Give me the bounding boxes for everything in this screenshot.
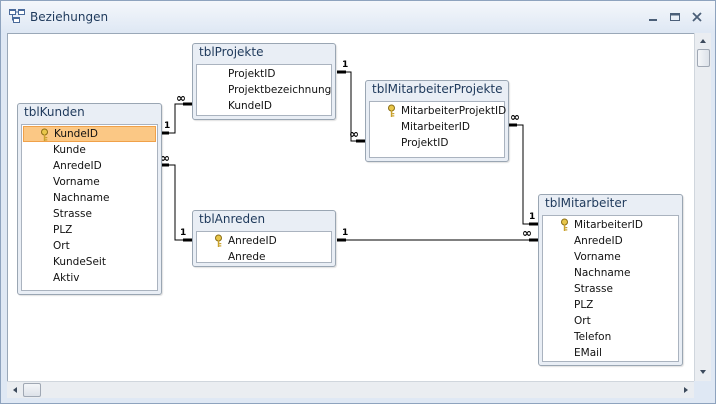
one-side-label: 1 bbox=[164, 121, 171, 131]
table-title: tblKunden bbox=[24, 105, 85, 119]
field-plz[interactable]: PLZ bbox=[53, 224, 73, 236]
field-strasse[interactable]: Strasse bbox=[574, 283, 613, 295]
field-aktiv[interactable]: Aktiv bbox=[53, 272, 80, 284]
many-side-label: ∞ bbox=[522, 226, 532, 240]
field-list: ProjektID Projektbezeichnung KundeID bbox=[196, 64, 332, 116]
horizontal-scroll-thumb[interactable] bbox=[23, 383, 41, 397]
horizontal-scrollbar[interactable] bbox=[7, 381, 695, 398]
one-side-label: 1 bbox=[180, 228, 187, 238]
scroll-right-icon[interactable] bbox=[679, 383, 693, 397]
field-list: MitarbeiterID AnredeID Vorname Nachname … bbox=[542, 215, 679, 362]
many-side-label: ∞ bbox=[160, 151, 170, 165]
field-list: MitarbeiterProjektID MitarbeiterID Proje… bbox=[369, 101, 506, 158]
field-projektbezeichnung[interactable]: Projektbezeichnung bbox=[228, 84, 332, 96]
scrollbar-corner bbox=[694, 381, 711, 398]
maximize-button[interactable] bbox=[665, 8, 685, 27]
one-side-label: 1 bbox=[342, 60, 349, 70]
field-kunde[interactable]: Kunde bbox=[53, 144, 86, 156]
scroll-up-icon[interactable] bbox=[696, 34, 710, 48]
relationship-projekte-mitarbeiterprojekte[interactable] bbox=[337, 70, 365, 143]
field-mitarbeiterprojektid[interactable]: MitarbeiterProjektID bbox=[371, 103, 506, 119]
table-tblmitarbeiter[interactable]: tblMitarbeiter MitarbeiterID AnredeID Vo… bbox=[538, 194, 683, 366]
field-telefon[interactable]: Telefon bbox=[574, 331, 612, 343]
field-anrede[interactable]: Anrede bbox=[228, 251, 266, 263]
table-tblprojekte[interactable]: tblProjekte ProjektID Projektbezeichnung… bbox=[192, 43, 336, 120]
field-mitarbeiterid[interactable]: MitarbeiterID bbox=[401, 121, 470, 133]
table-tblmitarbeiterprojekte[interactable]: tblMitarbeiterProjekte MitarbeiterProjek… bbox=[365, 80, 509, 162]
field-plz[interactable]: PLZ bbox=[574, 299, 594, 311]
field-projektid[interactable]: ProjektID bbox=[401, 137, 449, 149]
primary-key-icon bbox=[41, 128, 48, 141]
many-side-label: ∞ bbox=[176, 91, 186, 105]
relationship-mitarbeiterprojekte-mitarbeiter[interactable] bbox=[508, 123, 538, 226]
relationship-lines bbox=[160, 70, 538, 242]
field-anredeid[interactable]: AnredeID bbox=[574, 235, 623, 247]
minimize-icon bbox=[649, 19, 657, 21]
table-title: tblAnreden bbox=[199, 212, 266, 226]
field-list: AnredeID Anrede bbox=[196, 231, 332, 263]
field-projektid[interactable]: ProjektID bbox=[228, 68, 276, 80]
vertical-scrollbar[interactable] bbox=[694, 33, 711, 381]
field-kundeseit[interactable]: KundeSeit bbox=[53, 256, 106, 268]
field-list: KundeID Kunde AnredeID Vorname Nachname … bbox=[21, 124, 158, 291]
field-anredeid[interactable]: AnredeID bbox=[198, 233, 330, 249]
close-icon bbox=[692, 12, 702, 22]
maximize-icon bbox=[670, 13, 680, 21]
window-title: Beziehungen bbox=[30, 10, 109, 24]
many-side-label: ∞ bbox=[349, 127, 359, 141]
field-vorname[interactable]: Vorname bbox=[53, 176, 100, 188]
field-anredeid[interactable]: AnredeID bbox=[53, 160, 102, 172]
field-ort[interactable]: Ort bbox=[53, 240, 70, 252]
field-strasse[interactable]: Strasse bbox=[53, 208, 92, 220]
table-title: tblProjekte bbox=[199, 45, 264, 59]
field-email[interactable]: EMail bbox=[574, 347, 602, 359]
one-side-label: 1 bbox=[529, 212, 536, 222]
field-ort[interactable]: Ort bbox=[574, 315, 591, 327]
title-bar[interactable]: Beziehungen bbox=[1, 1, 715, 32]
close-button[interactable] bbox=[687, 8, 707, 27]
field-kundeid[interactable]: KundeID bbox=[23, 126, 156, 142]
primary-key-icon bbox=[561, 218, 568, 231]
relationships-icon bbox=[9, 9, 25, 23]
table-tblkunden[interactable]: tblKunden KundeID Kunde AnredeID Vorname… bbox=[17, 103, 162, 295]
scroll-down-icon[interactable] bbox=[696, 365, 710, 379]
primary-key-icon bbox=[215, 234, 222, 247]
minimize-button[interactable] bbox=[643, 8, 663, 27]
field-nachname[interactable]: Nachname bbox=[574, 267, 631, 279]
many-side-label: ∞ bbox=[510, 110, 520, 124]
field-nachname[interactable]: Nachname bbox=[53, 192, 110, 204]
one-side-label: 1 bbox=[342, 228, 349, 238]
table-title: tblMitarbeiterProjekte bbox=[372, 82, 503, 96]
vertical-scroll-thumb[interactable] bbox=[697, 49, 710, 67]
field-kundeid[interactable]: KundeID bbox=[228, 100, 272, 112]
table-tblanreden[interactable]: tblAnreden AnredeID Anrede bbox=[192, 210, 336, 267]
field-vorname[interactable]: Vorname bbox=[574, 251, 621, 263]
primary-key-icon bbox=[388, 104, 395, 117]
relationships-canvas[interactable]: 1 ∞ ∞ 1 1 ∞ ∞ 1 1 ∞ tblKunden KundeID Ku… bbox=[7, 33, 695, 381]
table-title: tblMitarbeiter bbox=[545, 196, 627, 210]
field-mitarbeiterid[interactable]: MitarbeiterID bbox=[544, 217, 677, 233]
relationship-kunden-anreden[interactable] bbox=[160, 163, 192, 242]
scroll-left-icon[interactable] bbox=[8, 383, 22, 397]
